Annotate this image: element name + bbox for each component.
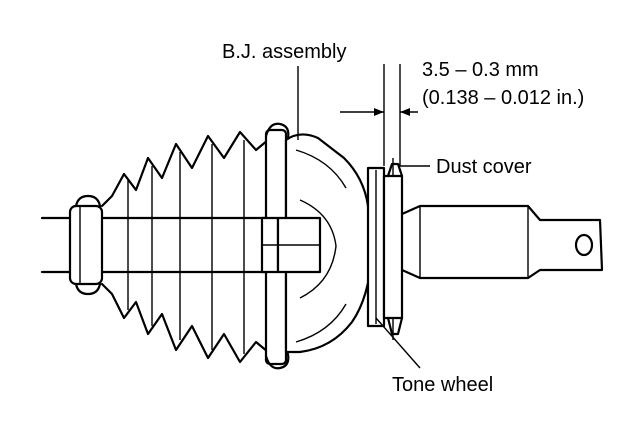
bj-housing	[284, 133, 374, 354]
inner-shaft	[260, 216, 322, 274]
dust-cover-label: Dust cover	[436, 156, 532, 178]
clearance-dimension	[340, 64, 418, 166]
bj-assembly-label: B.J. assembly	[222, 41, 346, 63]
clearance-in-label: (0.138 – 0.012 in.)	[422, 87, 584, 109]
stub-shaft	[400, 204, 604, 280]
clearance-mm-label: 3.5 – 0.3 mm	[422, 59, 539, 81]
boot-band-left	[68, 194, 104, 296]
tone-wheel-ring	[366, 166, 386, 328]
tone-wheel-leader	[375, 317, 421, 369]
tone-wheel-label: Tone wheel	[392, 374, 493, 396]
cv-boot	[100, 130, 270, 364]
dust-cover-plate	[382, 158, 404, 340]
